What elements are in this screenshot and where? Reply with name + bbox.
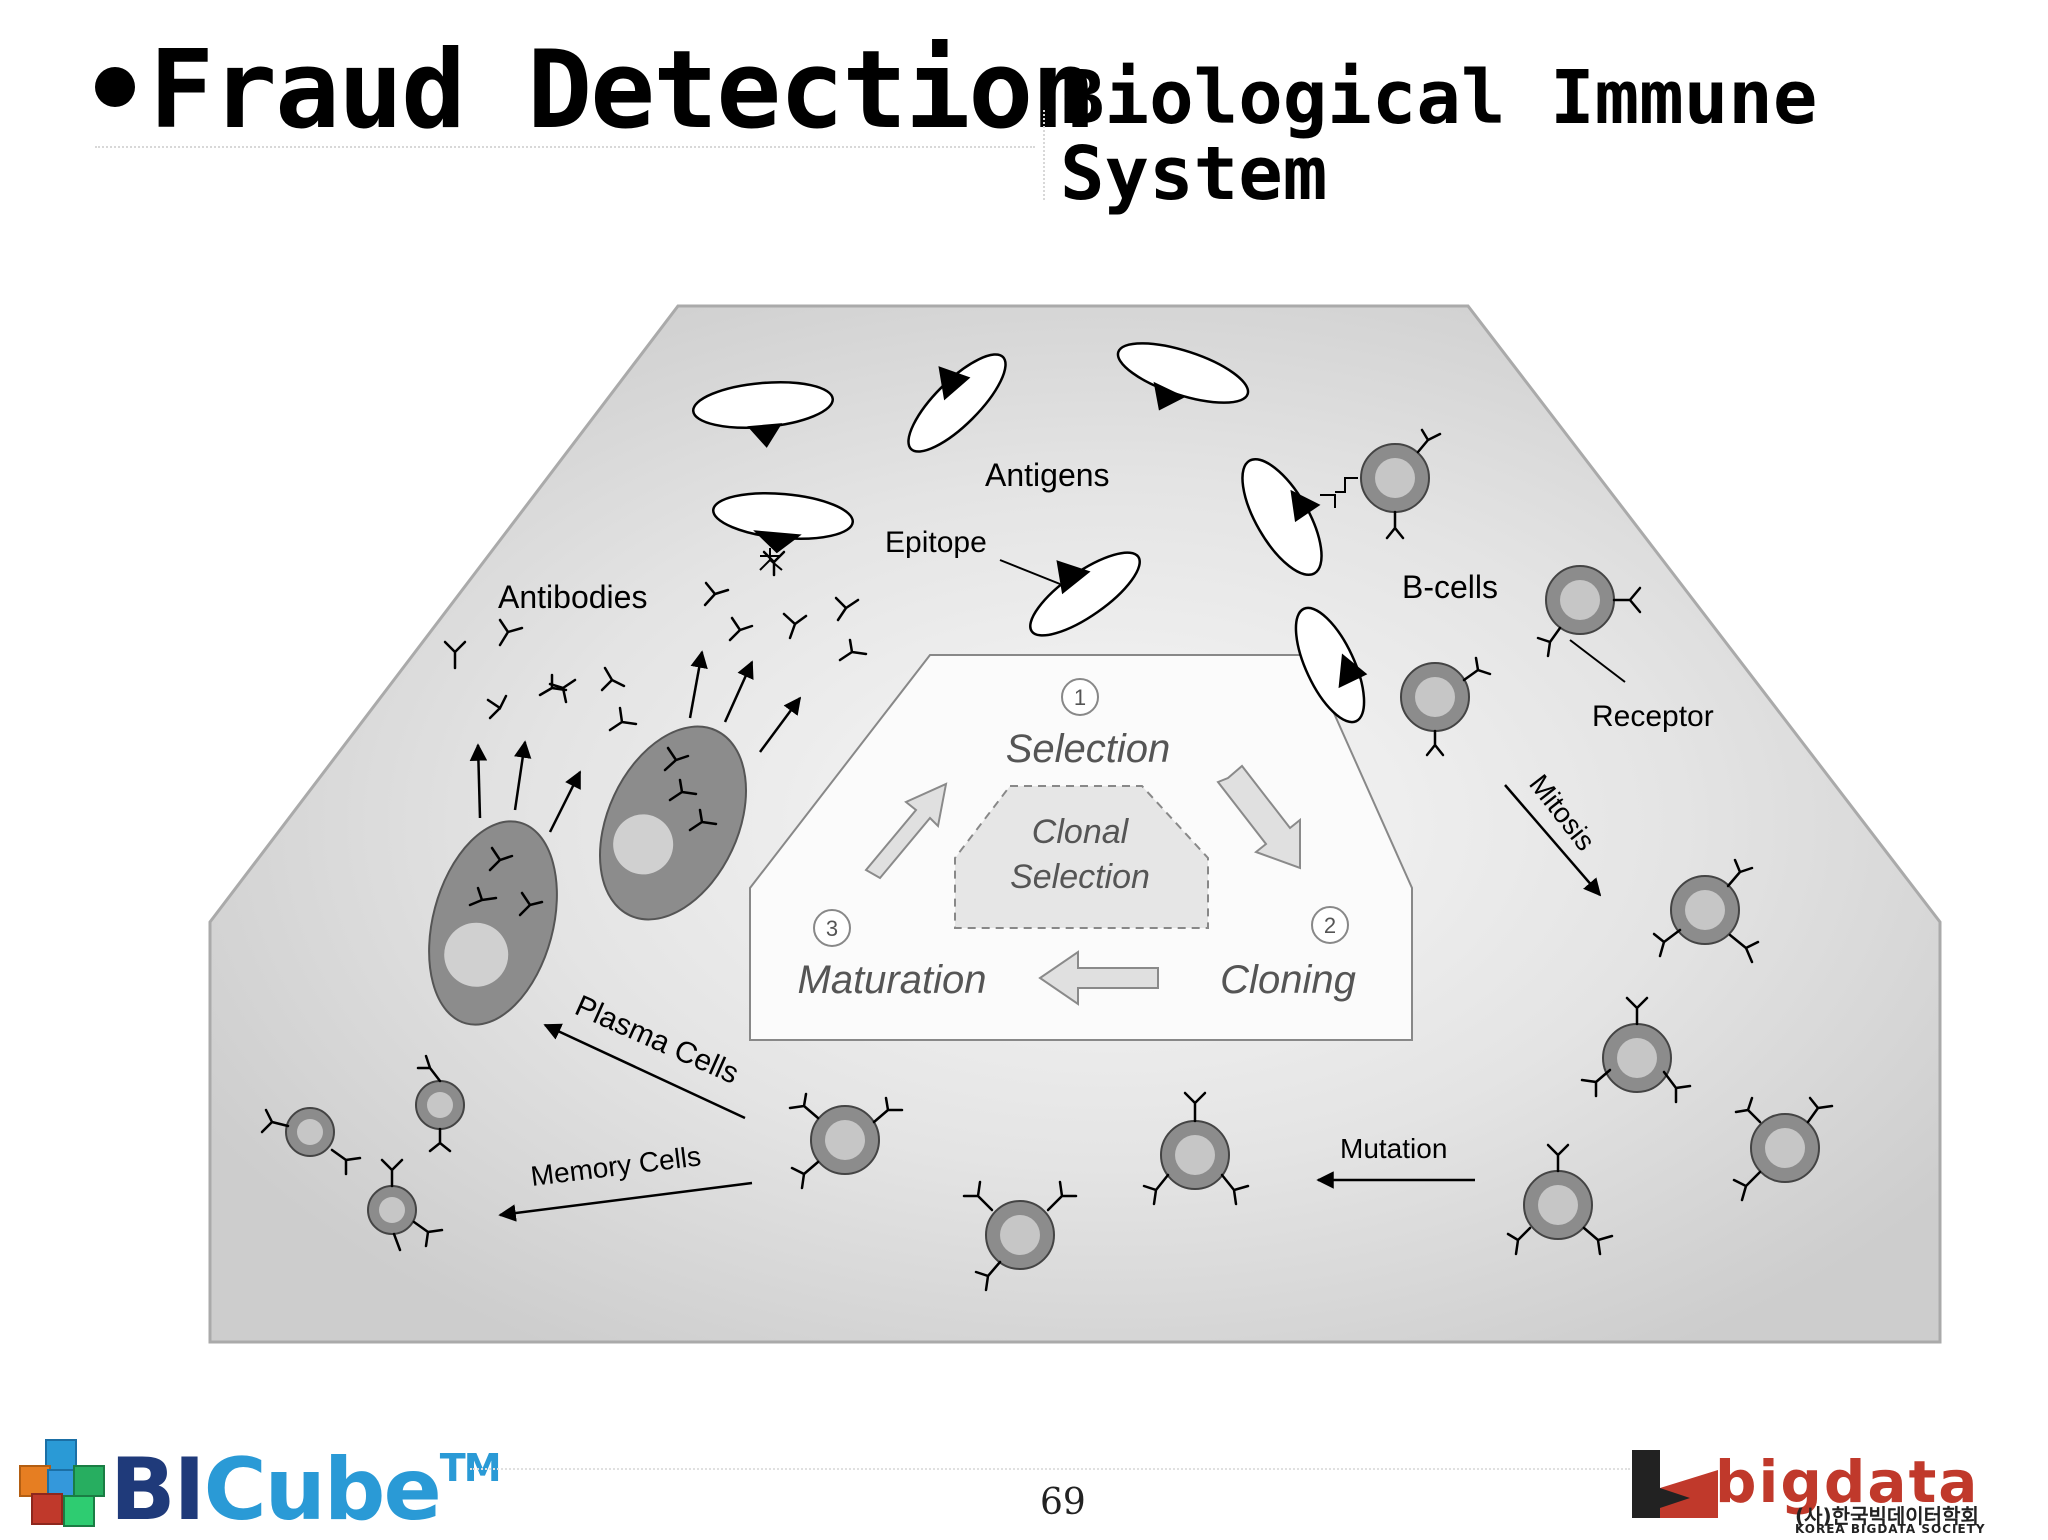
antigen: [1116, 342, 1250, 411]
bicube-logo: BICubeTM: [110, 1440, 502, 1540]
maturation-to-selection-arrow: [864, 782, 948, 880]
step-2-number: 2: [1324, 913, 1336, 938]
bullet-icon: [95, 67, 135, 108]
b-cell: [1160, 1120, 1230, 1190]
plasma-cell: [428, 820, 558, 1026]
label-receptor: Receptor: [1592, 700, 1714, 733]
label-clonal-selection: Selection: [1010, 858, 1150, 896]
receptors: [260, 428, 1834, 1292]
memory-cell: [285, 1107, 335, 1157]
label-clonal: Clonal: [1032, 813, 1130, 851]
plasma-cell: [599, 725, 747, 921]
antigen: [1294, 606, 1366, 724]
footer-divider: [470, 1468, 1630, 1470]
step-markers: [813, 678, 1349, 947]
vertical-divider: [1043, 110, 1045, 200]
memory-cell: [415, 1080, 465, 1130]
label-cloning: Cloning: [1220, 958, 1356, 1002]
b-cell: [1523, 1170, 1593, 1240]
label-maturation: Maturation: [798, 958, 987, 1002]
plasma-cells: [428, 725, 747, 1026]
antigen-cells: [691, 342, 1368, 724]
antibody-arrow: [469, 743, 488, 819]
label-mutation: Mutation: [1340, 1133, 1447, 1164]
step-3-number: 3: [826, 916, 838, 941]
bigdata-logo-english: KOREA BIGDATA SOCIETY: [1795, 1522, 1986, 1536]
label-epitope: Epitope: [885, 526, 987, 559]
selection-to-cloning-arrow: [1216, 764, 1301, 870]
title-divider: [95, 146, 1035, 148]
bicube-cube-icon: [19, 1439, 105, 1527]
antigen: [907, 353, 1007, 453]
page-title-text: Fraud Detection: [149, 28, 1096, 153]
label-selection: Selection: [1006, 727, 1171, 771]
b-cell: [1670, 875, 1740, 945]
connectors: [759, 477, 1626, 683]
epitope-triangle: [938, 366, 971, 401]
antibody-arrow: [513, 740, 532, 811]
bicube-logo-cube: Cube: [203, 1440, 442, 1540]
antibody-arrow: [723, 660, 754, 723]
antibody-arrow: [548, 770, 582, 833]
b-cell: [810, 1105, 880, 1175]
page-title: Fraud Detection: [95, 28, 1096, 153]
b-cell: [1400, 662, 1470, 732]
mitosis-arrow: [1504, 784, 1602, 897]
memory-cell: [367, 1185, 417, 1235]
antigen: [711, 492, 855, 554]
page-number: 69: [1040, 1482, 1086, 1523]
clonal-selection-box: [954, 785, 1209, 929]
cloning-to-maturation-arrow: [1038, 950, 1159, 1006]
epitope-triangle: [1338, 653, 1368, 689]
step-2-marker: [1311, 906, 1349, 944]
b-cell: [1750, 1113, 1820, 1183]
memory-arrow: [498, 1181, 753, 1222]
bigdata-logo-korean: (사)한국빅데이터학회: [1795, 1504, 1979, 1528]
b-cell: [1545, 565, 1615, 635]
b-cell: [1360, 443, 1430, 513]
step-3-marker: [813, 909, 851, 947]
antibodies: [443, 550, 868, 917]
bicube-logo-bi: BI: [110, 1440, 206, 1540]
process-arrows: [864, 764, 1301, 1006]
label-b-cells: B-cells: [1402, 569, 1498, 605]
step-1-marker: [1061, 678, 1099, 716]
bigdata-b-icon: [1632, 1450, 1718, 1518]
subtitle-line-1: Biological Immune: [1060, 55, 1818, 141]
antibody-arrow: [758, 696, 802, 753]
label-antibodies: Antibodies: [498, 579, 647, 615]
subtitle-line-2: System: [1060, 131, 1328, 217]
plasma-arrow: [543, 1023, 746, 1120]
arrows: [469, 650, 1602, 1222]
epitope-triangle: [1056, 560, 1091, 595]
antibody-arrow: [688, 650, 708, 719]
b-cell: [985, 1200, 1055, 1270]
antigen: [691, 381, 835, 448]
step-1-number: 1: [1074, 685, 1086, 710]
b-cells: [285, 443, 1820, 1270]
b-cell: [1602, 1023, 1672, 1093]
bigdata-logo-word: bigdata: [1715, 1448, 1980, 1516]
label-antigens: Antigens: [985, 457, 1110, 493]
epitope-triangle: [1290, 489, 1321, 523]
